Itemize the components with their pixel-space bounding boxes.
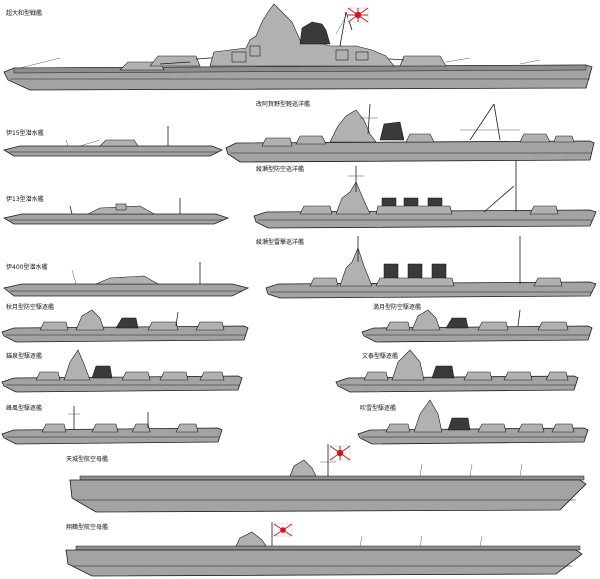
kaiagano-illustration [225,103,595,163]
label-oyodo-torp: 綾瀬型雷撃巡洋艦 [256,239,305,246]
michizuki-illustration [361,309,593,343]
label-michizuki: 満月型防空駆逐艦 [373,304,422,311]
label-i13: 伊13型潜水艦 [6,196,44,203]
i13-illustration [2,198,230,225]
oyodo-aa-illustration [253,160,597,229]
label-yamato: 超大和型戦艦 [6,10,43,17]
bunkei-illustration [335,349,579,393]
yugumo-illustration [1,349,243,393]
label-bunkei: 文泰型駆逐艦 [362,353,399,360]
label-fubuki: 吹雪型駆逐艦 [360,405,397,412]
label-tenjo: 天城型航空母艦 [66,456,109,463]
label-oyodo-aa: 綾瀬型防空巡洋艦 [256,166,305,173]
yamato-illustration [3,3,593,91]
label-akizuki: 秋月型防空駆逐艦 [6,304,55,311]
label-kaiagano: 改阿賀野型軽巡洋艦 [256,101,311,108]
tenjo-illustration [69,444,587,513]
i15-illustration [2,126,223,157]
label-i15: 伊15型潜水艦 [6,130,44,137]
akizuki-illustration [1,309,249,343]
label-mineka: 峰風型駆逐艦 [6,405,43,412]
label-shokaku: 翔鶴型航空母艦 [66,524,109,531]
label-yugumo: 錨泉型駆逐艦 [6,353,43,360]
mineka-illustration [1,406,223,445]
label-i400: 伊400型潜水艦 [6,264,48,271]
oyodo-torp-illustration [265,236,597,299]
fubuki-illustration [357,399,589,445]
i400-illustration [3,262,250,297]
